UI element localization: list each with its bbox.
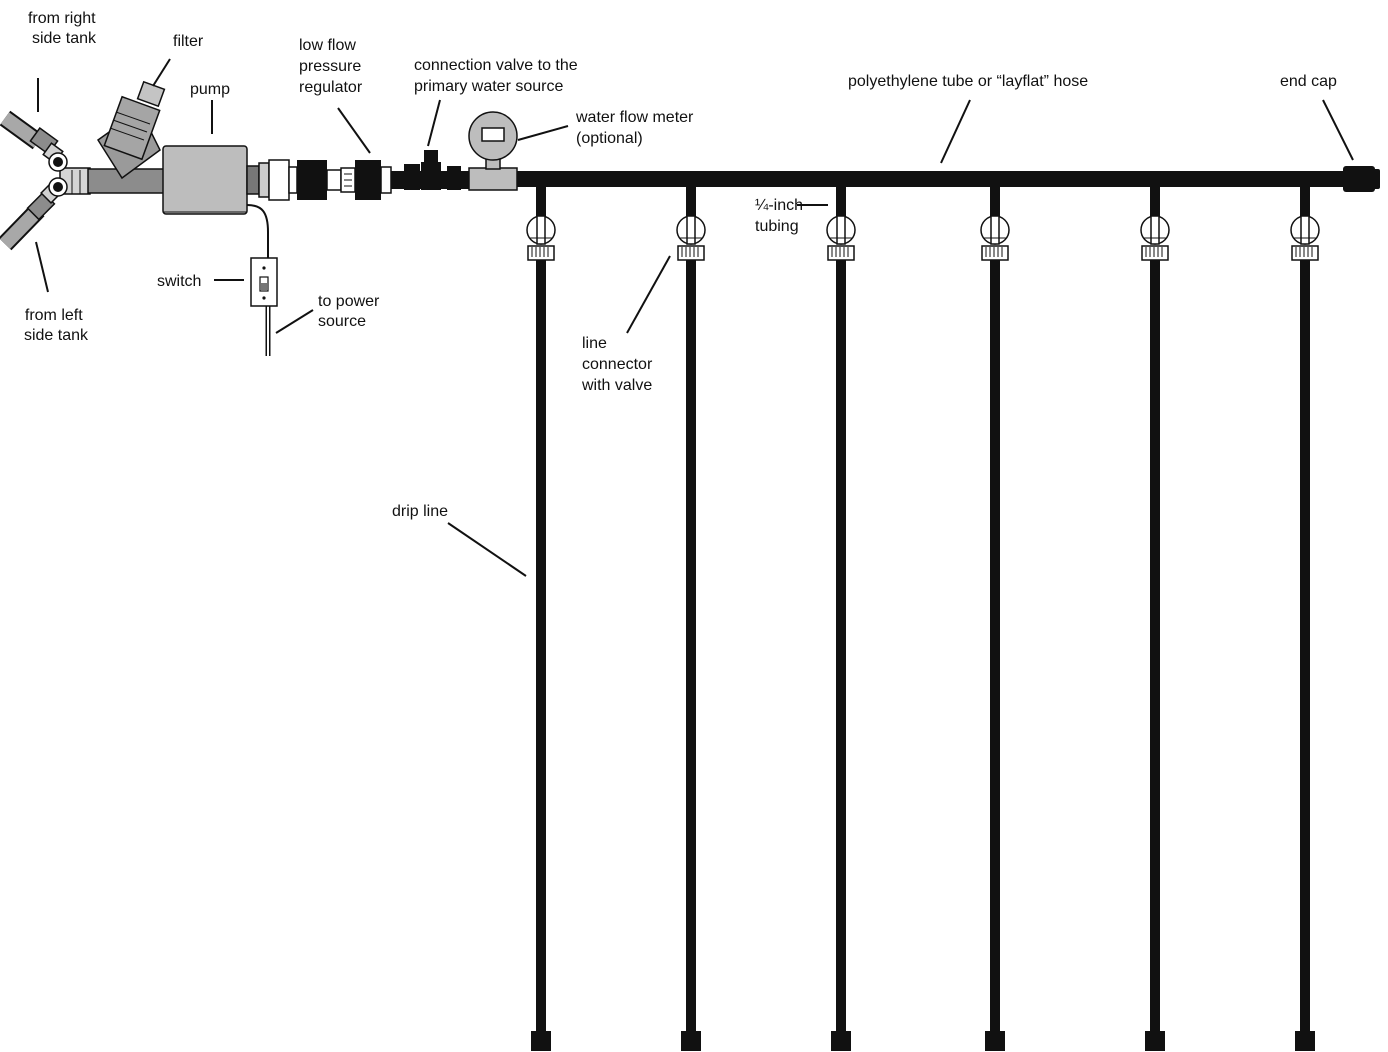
drip-line-4 (980, 185, 1010, 1051)
labels: from right side tank filter pump low flo… (24, 10, 1337, 520)
label-pump: pump (190, 81, 230, 98)
drip-line-end-plug (831, 1031, 851, 1051)
switch (250, 257, 278, 307)
drip-line-tube (836, 260, 846, 1032)
line-connector-valve (1140, 215, 1170, 245)
line-connector-valve (1290, 215, 1320, 245)
label-main-tube: polyethylene tube or “layflat” hose (848, 73, 1088, 90)
label-drip-line: drip line (392, 503, 448, 520)
label-from-left-tank: from left side tank (24, 307, 89, 344)
drip-line-tube (686, 260, 696, 1032)
label-from-right-tank: from right side tank (28, 10, 100, 47)
line-connector-barb (527, 245, 555, 261)
label-low-flow-regulator: low flow pressure regulator (299, 37, 366, 96)
drip-line-6 (1290, 185, 1320, 1051)
line-connector-barb (677, 245, 705, 261)
end-cap (1343, 166, 1380, 192)
quarter-inch-tubing (1300, 185, 1310, 219)
power-cord (246, 204, 271, 356)
drip-line-tube (536, 260, 546, 1032)
pump-outlet-fittings (246, 159, 327, 201)
label-to-power-source: to power source (318, 293, 384, 330)
drip-line-tube (1150, 260, 1160, 1032)
drip-line-tube (990, 260, 1000, 1032)
label-connection-valve: connection valve to the primary water so… (414, 57, 582, 95)
label-quarter-inch-tubing: ¼-inch tubing (755, 197, 807, 235)
drip-line-end-plug (1145, 1031, 1165, 1051)
drip-line-end-plug (1295, 1031, 1315, 1051)
quarter-inch-tubing (836, 185, 846, 219)
y-connector (48, 152, 91, 197)
drip-line-2 (676, 185, 706, 1051)
quarter-inch-tubing (686, 185, 696, 219)
line-connector-valve (826, 215, 856, 245)
line-connector-valve (676, 215, 706, 245)
water-flow-meter (468, 111, 518, 191)
line-connector-valve (526, 215, 556, 245)
connection-valve (391, 150, 469, 190)
drip-line-end-plug (531, 1031, 551, 1051)
line-connector-barb (827, 245, 855, 261)
drip-line-5 (1140, 185, 1170, 1051)
filter (96, 80, 166, 180)
main-tube (517, 171, 1345, 187)
label-water-flow-meter: water flow meter (optional) (575, 109, 698, 147)
quarter-inch-tubing (536, 185, 546, 219)
leader-lines (35, 58, 1354, 577)
low-flow-pressure-regulator (326, 160, 392, 200)
drip-lines (526, 185, 1320, 1051)
label-line-connector: line connector with valve (581, 335, 657, 394)
line-connector-barb (1291, 245, 1319, 261)
line-connector-valve (980, 215, 1010, 245)
line-connector-barb (981, 245, 1009, 261)
drip-line-3 (826, 185, 856, 1051)
label-end-cap: end cap (1280, 73, 1337, 90)
drip-line-end-plug (985, 1031, 1005, 1051)
pump (162, 145, 248, 215)
line-connector-barb (1141, 245, 1169, 261)
quarter-inch-tubing (990, 185, 1000, 219)
drip-line-end-plug (681, 1031, 701, 1051)
label-filter: filter (173, 33, 204, 50)
quarter-inch-tubing (1150, 185, 1160, 219)
drip-line-1 (526, 185, 556, 1051)
drip-line-tube (1300, 260, 1310, 1032)
right-tank-hose (0, 110, 64, 164)
label-switch: switch (157, 273, 201, 290)
